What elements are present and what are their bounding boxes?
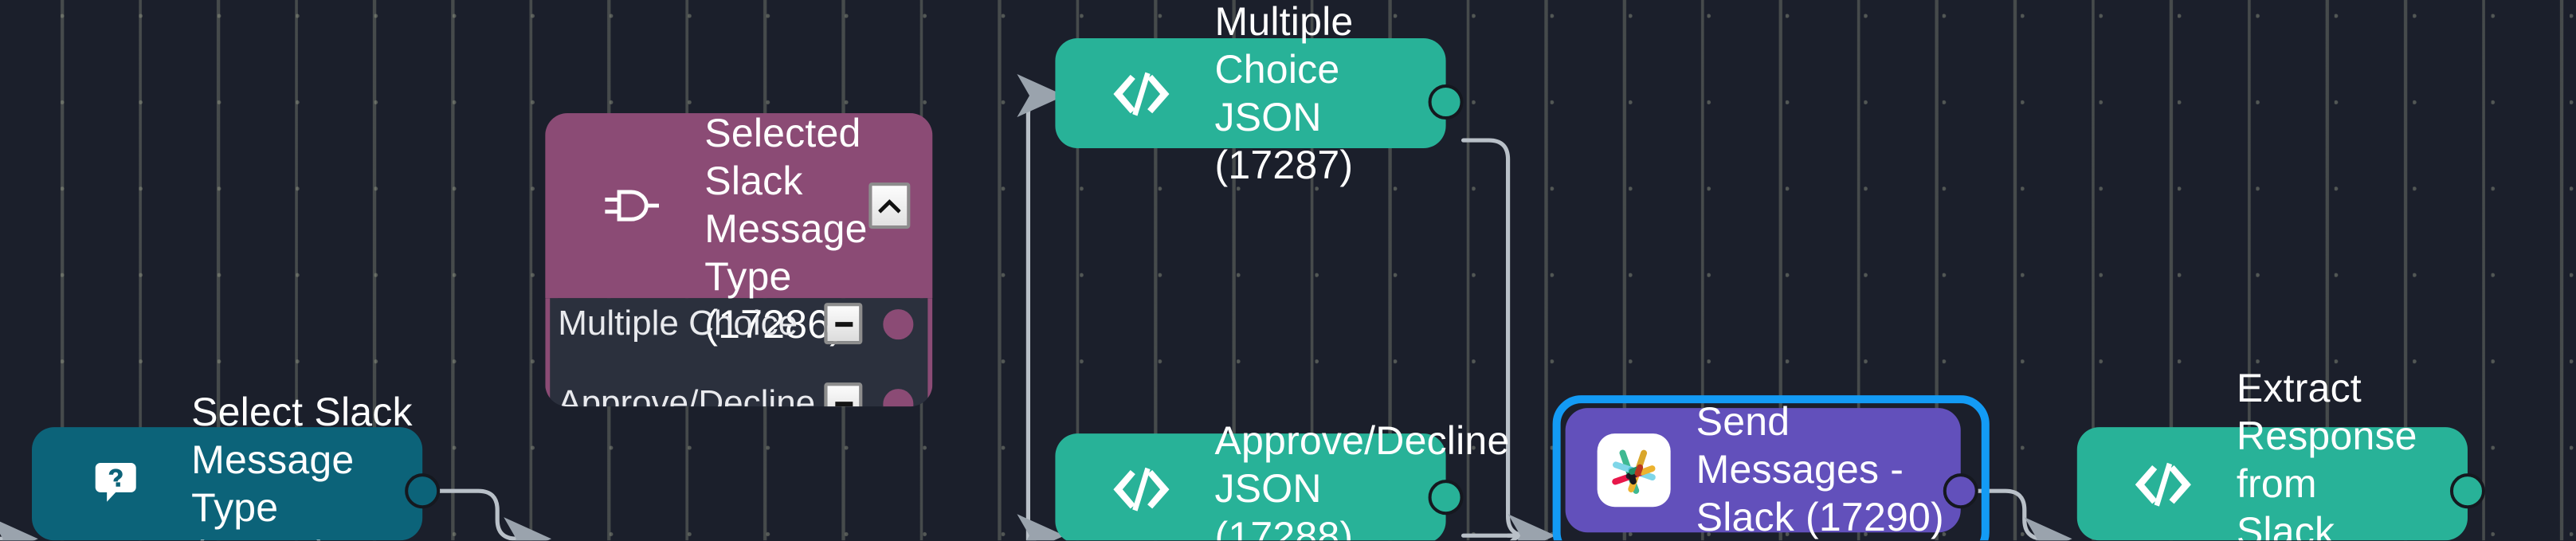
collapse-button[interactable] <box>868 182 911 229</box>
code-icon <box>2119 439 2208 528</box>
output-port[interactable] <box>1428 84 1464 120</box>
node-label-line: (17288) <box>1214 514 1354 541</box>
edge-17285-17286 <box>437 488 552 541</box>
minus-icon[interactable] <box>824 303 863 345</box>
edge-17286-17288 <box>1017 514 1065 541</box>
switch-outputs-panel: Multiple Choice Approve/Decline Text Inp… <box>545 298 933 407</box>
switch-output-label: Multiple Choice <box>558 303 798 343</box>
logic-gate-icon <box>586 161 676 250</box>
question-chat-icon <box>73 439 163 528</box>
node-label: Send Messages -Slack (17290) <box>1696 398 1961 541</box>
node-label: Multiple Choice JSON(17287) <box>1214 0 1445 189</box>
output-port[interactable] <box>1428 480 1464 516</box>
node-label-line: Slack (17291) <box>2236 509 2335 541</box>
node-label-line: Send Messages - <box>1696 400 1904 493</box>
edge-17286-17287 <box>1017 73 1065 541</box>
output-port[interactable] <box>881 386 916 407</box>
output-port[interactable] <box>881 307 916 341</box>
code-icon <box>1096 444 1186 533</box>
slack-icon <box>1597 433 1671 508</box>
node-multiple-choice-json[interactable]: Multiple Choice JSON(17287) <box>1055 0 1464 187</box>
node-label: Approve/Decline JSON(17288) <box>1214 417 1509 541</box>
code-icon <box>1096 49 1186 138</box>
switch-output-row[interactable]: Approve/Decline <box>550 382 927 407</box>
node-label-line: Selected Slack <box>704 113 861 205</box>
node-label-line: Select Slack Message <box>191 390 413 483</box>
node-label-line: Message Type <box>704 207 868 300</box>
node-label-line: Type (17285) <box>191 485 330 541</box>
node-label-line: (17287) <box>1214 143 1354 188</box>
output-port[interactable] <box>2449 473 2485 509</box>
node-send-messages-slack[interactable]: Send Messages -Slack (17290) <box>1565 400 1978 540</box>
node-label-line: Extract Response from <box>2236 366 2417 507</box>
switch-output-row[interactable]: Multiple Choice <box>550 303 927 345</box>
node-approve-decline-json[interactable]: Approve/Decline JSON(17288) <box>1055 418 1509 541</box>
minus-icon[interactable] <box>824 382 863 407</box>
output-port[interactable] <box>405 473 441 509</box>
node-label-line: (17286) <box>704 303 844 348</box>
output-port[interactable] <box>1943 473 1978 509</box>
edge-17290-17291 <box>1971 488 2072 541</box>
node-label-line: Approve/Decline JSON <box>1214 418 1510 512</box>
node-label-line: Slack (17290) <box>1696 496 1944 541</box>
node-label-line: Multiple Choice JSON <box>1214 0 1354 140</box>
switch-output-label: Approve/Decline <box>558 382 816 407</box>
